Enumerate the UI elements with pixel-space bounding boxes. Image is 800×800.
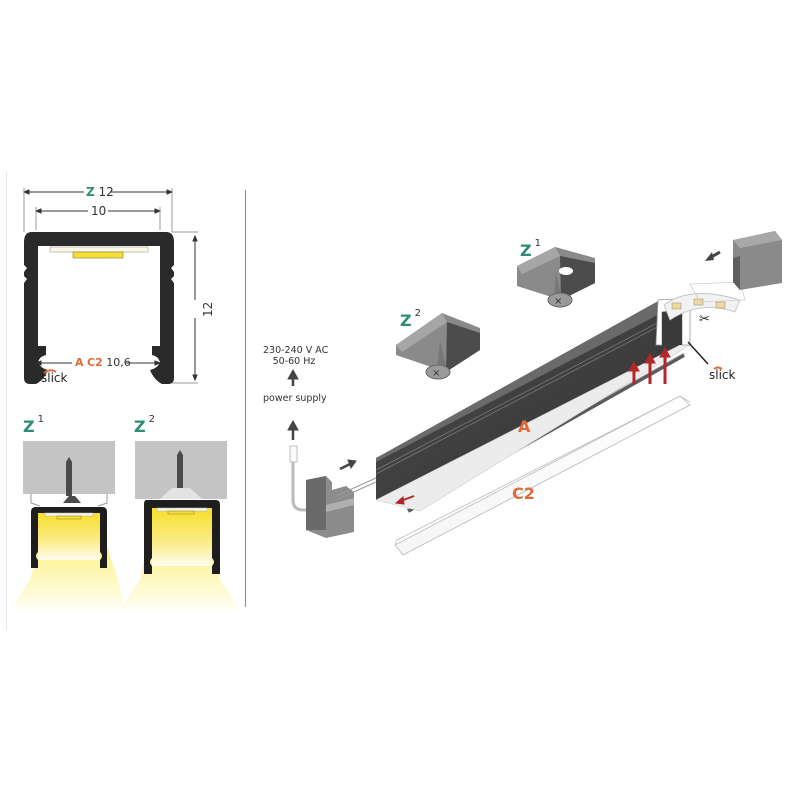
power-connector: [289, 445, 377, 538]
z-mark: Z: [520, 241, 532, 260]
z-mark: Z: [86, 185, 95, 199]
insert-arrows: [394, 346, 671, 505]
clip-z2: ×: [396, 313, 480, 380]
superscript: 1: [37, 414, 44, 425]
superscript: 2: [148, 414, 155, 425]
a-mark: A: [75, 356, 84, 369]
scissors-icon: ✂: [699, 312, 710, 327]
z-mark: Z: [23, 417, 35, 436]
slick-logo: slick: [41, 371, 68, 385]
outer-width-value: 12: [98, 185, 114, 199]
outer-width-label: Z 12: [86, 185, 114, 199]
svg-text:×: ×: [554, 296, 562, 307]
power-supply-label: power supply: [263, 393, 327, 404]
left-panel-frame: [6, 172, 7, 630]
opening-width-value: 10,6: [106, 356, 131, 369]
clip-z1: ×: [517, 247, 595, 308]
c2-mark: C2: [87, 356, 103, 369]
profile-a-label: A: [518, 417, 531, 436]
end-cap: [733, 231, 782, 290]
slick-logo-assembly: slick: [709, 368, 736, 382]
cover-c2-label: C2: [512, 484, 535, 503]
power-spec: 230-240 V AC 50-60 Hz: [263, 345, 329, 367]
profile-a: [375, 297, 691, 512]
inner-width-label: 10: [91, 204, 107, 218]
opening-width-label: A C2 10,6: [75, 356, 131, 369]
superscript: 1: [534, 238, 541, 249]
panel-divider: [245, 190, 246, 607]
power-frequency: 50-60 Hz: [272, 356, 316, 367]
svg-text:×: ×: [432, 368, 440, 379]
cover-c2: [394, 395, 691, 556]
mount-view-z1: [10, 441, 125, 610]
superscript: 2: [414, 308, 421, 319]
height-label: 12: [201, 301, 215, 317]
mount-view-z2: [120, 441, 240, 610]
z-mark: Z: [134, 417, 146, 436]
power-voltage: 230-240 V AC: [263, 345, 329, 356]
z-mark: Z: [400, 311, 412, 330]
